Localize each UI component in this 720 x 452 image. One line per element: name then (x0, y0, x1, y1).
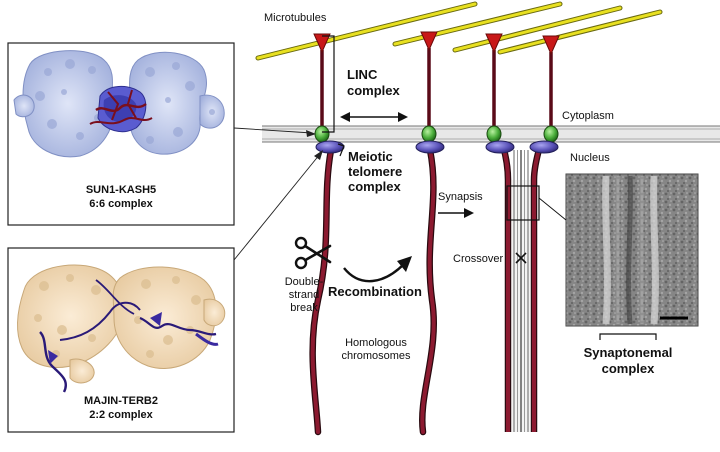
sun1-kash5-panel: SUN1-KASH5 6:6 complex (7, 42, 235, 226)
homologous-chromosomes (309, 146, 438, 436)
sun1-kash5-ratio: 6:6 complex (89, 198, 153, 210)
chromosome-right (420, 148, 436, 434)
linc-label-line1: LINC (347, 67, 378, 82)
majin-terb2-title: MAJIN-TERB2 (84, 395, 158, 407)
majin-leader-line (233, 153, 321, 261)
linc-complex-2 (415, 31, 445, 154)
em-micrograph (565, 173, 699, 327)
linc-complex-4 (529, 35, 560, 154)
cytoplasm-label: Cytoplasm (562, 110, 614, 122)
linc-label-line2: complex (347, 83, 401, 98)
sun1-kash5-title: SUN1-KASH5 (86, 184, 156, 196)
synaptonemal-bracket (599, 333, 657, 340)
synaptonemal-label-line1: Synaptonemal (584, 345, 673, 360)
synapsed-chromosomes (499, 145, 544, 432)
linc-complex-3 (485, 33, 515, 154)
synapsis-arrow (438, 208, 474, 218)
majin-terb2-structure (17, 264, 226, 393)
synaptonemal-label-line2: complex (602, 361, 656, 376)
chromosome-left (310, 148, 333, 434)
recombination-label: Recombination (328, 284, 422, 299)
dsb-label-line2: strand (289, 289, 320, 301)
scissors-icon (294, 236, 332, 270)
recombination-arrow (343, 256, 412, 283)
microtubules-group (255, 1, 663, 61)
homologous-label-line2: chromosomes (341, 350, 411, 362)
dsb-label-line1: Double- (285, 276, 324, 288)
dsb-label-line3: break (290, 302, 318, 314)
majin-terb2-panel: MAJIN-TERB2 2:2 complex (7, 247, 235, 433)
meiotic-bracket (337, 143, 345, 157)
meiotic-label-line3: complex (348, 179, 402, 194)
movement-arrow (340, 112, 408, 122)
sun1-leader-line (233, 127, 313, 134)
nucleus-label: Nucleus (570, 152, 610, 164)
synapsis-label: Synapsis (438, 191, 483, 203)
linc-bracket (322, 35, 335, 133)
majin-terb2-ratio: 2:2 complex (89, 409, 153, 421)
meiotic-label-line1: Meiotic (348, 149, 393, 164)
meiotic-label-line2: telomere (348, 164, 402, 179)
microtubules-label: Microtubules (264, 12, 327, 24)
crossover-label: Crossover (453, 253, 503, 265)
sun1-kash5-structure (13, 50, 225, 158)
homologous-label-line1: Homologous (345, 337, 407, 349)
synapsis-zoom-box (506, 185, 540, 221)
